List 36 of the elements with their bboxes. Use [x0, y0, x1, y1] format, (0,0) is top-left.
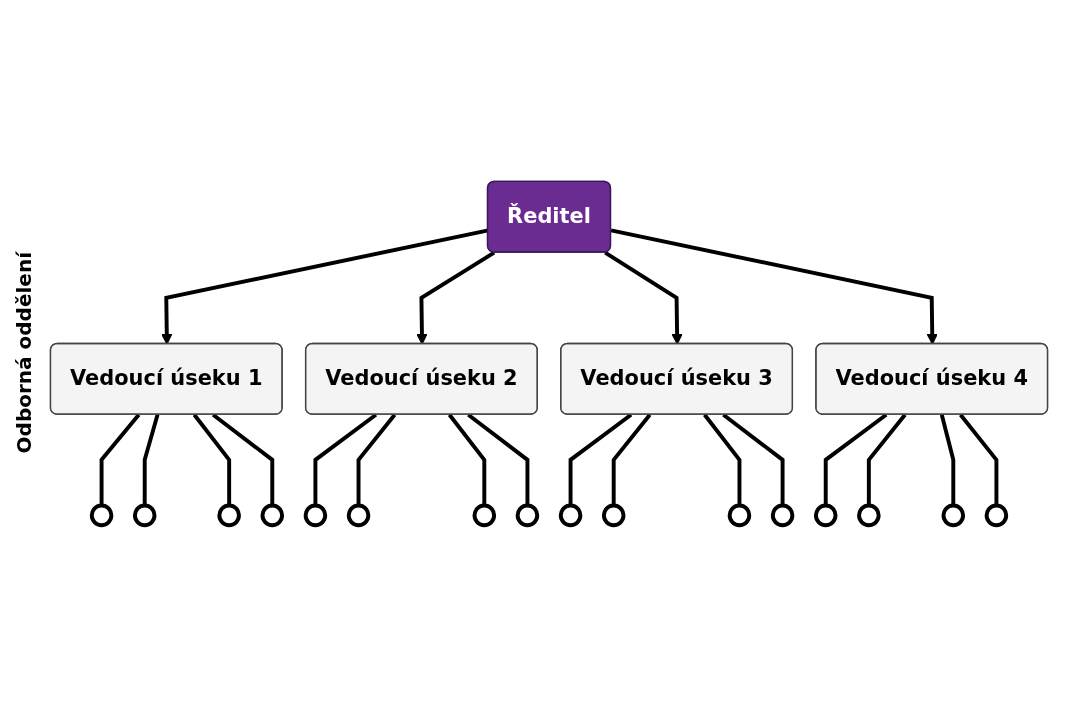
node-circle	[260, 503, 285, 527]
node-circle	[217, 503, 241, 527]
connector	[447, 413, 487, 506]
connector	[356, 413, 397, 506]
node-circle	[601, 503, 626, 527]
connector	[823, 412, 888, 506]
connector	[866, 413, 907, 506]
node-circle	[941, 503, 966, 527]
node-circle	[132, 503, 157, 527]
node-circle	[727, 503, 752, 527]
connector	[611, 413, 652, 506]
node-circle	[984, 503, 1009, 527]
connector	[722, 412, 785, 506]
node-circle	[472, 503, 497, 527]
node-circle	[813, 503, 838, 527]
connector	[313, 412, 378, 506]
node-circle	[303, 503, 328, 527]
connector	[939, 413, 956, 506]
arrow	[610, 228, 938, 345]
node-circle	[346, 503, 371, 527]
node-circle	[770, 503, 795, 527]
node-circle	[857, 503, 881, 527]
connector	[211, 412, 275, 506]
connector	[703, 413, 742, 506]
connector	[142, 413, 160, 506]
connector	[467, 412, 530, 506]
connector	[959, 413, 999, 506]
axis-label: Odborná oddělení	[12, 252, 36, 454]
node-circle	[89, 503, 114, 527]
arrow	[416, 250, 496, 345]
node-circle	[515, 503, 540, 527]
connector	[568, 412, 633, 506]
connector	[192, 413, 232, 506]
node-circle	[558, 503, 583, 527]
arrow	[604, 250, 683, 345]
connector	[99, 413, 141, 506]
